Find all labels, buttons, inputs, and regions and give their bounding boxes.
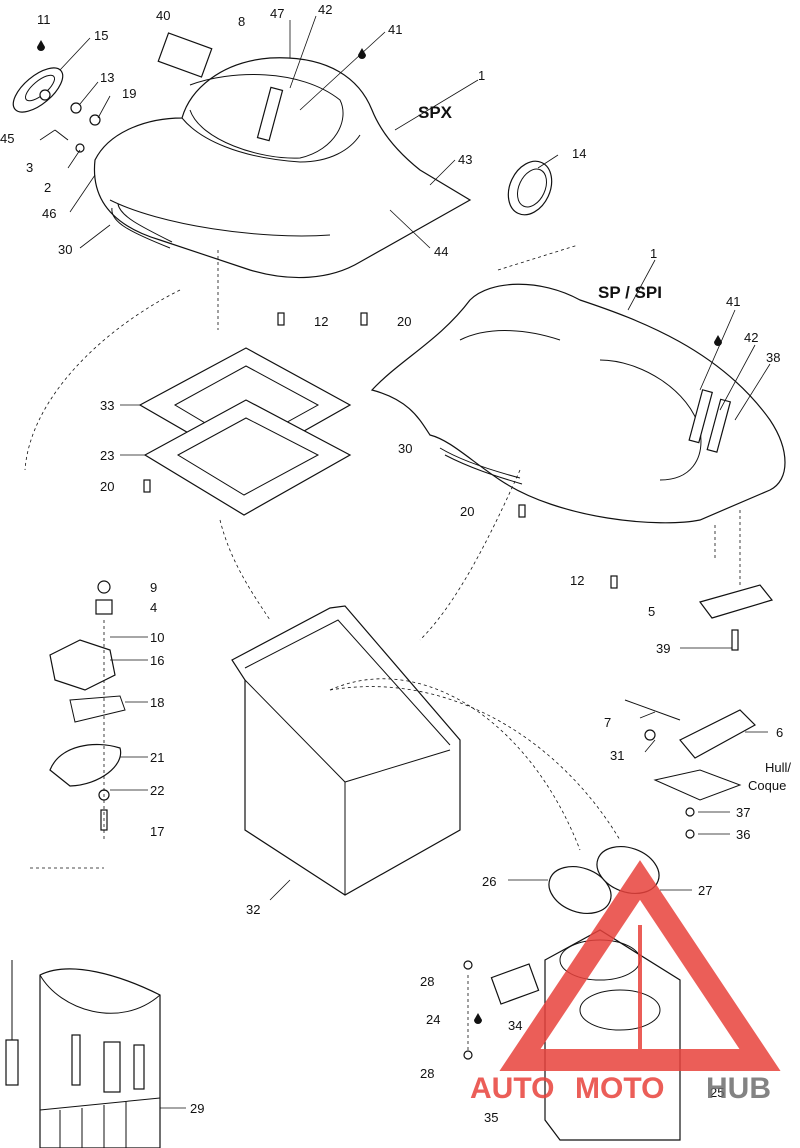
part-label-29: 29 [190, 1101, 204, 1116]
part-number-labels: 11 15 13 19 45 3 2 46 30 40 8 47 42 41 1… [0, 2, 783, 1125]
part-label-33: 33 [100, 398, 114, 413]
watermark-triangle-icon [499, 860, 781, 1071]
part-label-34: 34 [508, 1018, 522, 1033]
spx-hood [93, 32, 472, 279]
hull-label-line2: Coque [748, 778, 786, 793]
watermark-hub: HUB [706, 1072, 771, 1105]
automotohub-watermark: AUTO MOTO HUB [470, 860, 781, 1105]
title-spx: SPX [418, 103, 453, 122]
part-label-16: 16 [150, 653, 164, 668]
part-label-37: 37 [736, 805, 750, 820]
watermark-moto: MOTO [575, 1072, 664, 1105]
part-label-17: 17 [150, 824, 164, 839]
part-label-2: 2 [44, 180, 51, 195]
part-label-21: 21 [150, 750, 164, 765]
part-label-41-sp: 41 [726, 294, 740, 309]
part-label-45: 45 [0, 131, 14, 146]
sp-spi-hood [370, 283, 786, 524]
part-label-31: 31 [610, 748, 624, 763]
bolts-12-20 [143, 312, 618, 589]
part-label-32: 32 [246, 902, 260, 917]
part-label-6: 6 [776, 725, 783, 740]
part-label-22: 22 [150, 783, 164, 798]
part-label-9: 9 [150, 580, 157, 595]
part-label-42: 42 [318, 2, 332, 17]
leader-lines [39, 15, 771, 1109]
hood-latch-cluster [12, 40, 101, 153]
grommet-14 [507, 160, 553, 216]
part-label-47: 47 [270, 6, 284, 21]
part-label-14: 14 [572, 146, 586, 161]
part-label-25: 25 [710, 1085, 724, 1100]
part-label-20-frame: 20 [100, 479, 114, 494]
part-label-30: 30 [58, 242, 72, 257]
part-label-26: 26 [482, 874, 496, 889]
part-label-12: 12 [314, 314, 328, 329]
assembly-paths [24, 244, 741, 1050]
lubricant-drop-icon [474, 1013, 482, 1024]
lubricant-drop-icon [358, 48, 366, 59]
part-label-18: 18 [150, 695, 164, 710]
latch-assembly [49, 580, 126, 831]
part-label-20: 20 [397, 314, 411, 329]
part-label-10: 10 [150, 630, 164, 645]
part-label-8: 8 [238, 14, 245, 29]
title-sp-spi: SP / SPI [598, 283, 662, 302]
part-label-4: 4 [150, 600, 157, 615]
part-label-3: 3 [26, 160, 33, 175]
part-label-11: 11 [37, 12, 51, 27]
lubricant-drop-icon [714, 335, 722, 346]
part-label-7: 7 [604, 715, 611, 730]
part-label-30-sp: 30 [398, 441, 412, 456]
part-label-20-sp: 20 [460, 504, 474, 519]
part-label-1-sp: 1 [650, 246, 657, 261]
part-label-40: 40 [156, 8, 170, 23]
part-label-38: 38 [766, 350, 780, 365]
part-label-19: 19 [122, 86, 136, 101]
part-label-24: 24 [426, 1012, 440, 1027]
part-label-23: 23 [100, 448, 114, 463]
part-label-1: 1 [478, 68, 485, 83]
bracket-assembly [624, 584, 774, 839]
part-label-12-sp: 12 [570, 573, 584, 588]
watermark-auto: AUTO [470, 1072, 554, 1105]
part-label-5: 5 [648, 604, 655, 619]
part-label-13: 13 [100, 70, 114, 85]
part-label-41: 41 [388, 22, 402, 37]
part-label-39: 39 [656, 641, 670, 656]
tool-kit [5, 960, 161, 1148]
part-label-28: 28 [420, 974, 434, 989]
part-label-35: 35 [484, 1110, 498, 1125]
part-label-27: 27 [698, 883, 712, 898]
part-label-15: 15 [94, 28, 108, 43]
lubricant-drop-icon [37, 40, 45, 51]
part-label-28-lower: 28 [420, 1066, 434, 1081]
part-label-43: 43 [458, 152, 472, 167]
part-label-42-sp: 42 [744, 330, 758, 345]
part-label-36: 36 [736, 827, 750, 842]
gasket-frames [138, 347, 352, 516]
part-label-44: 44 [434, 244, 448, 259]
hull-label-line1: Hull/ [765, 760, 791, 775]
part-label-46: 46 [42, 206, 56, 221]
storage-bin [231, 605, 461, 896]
